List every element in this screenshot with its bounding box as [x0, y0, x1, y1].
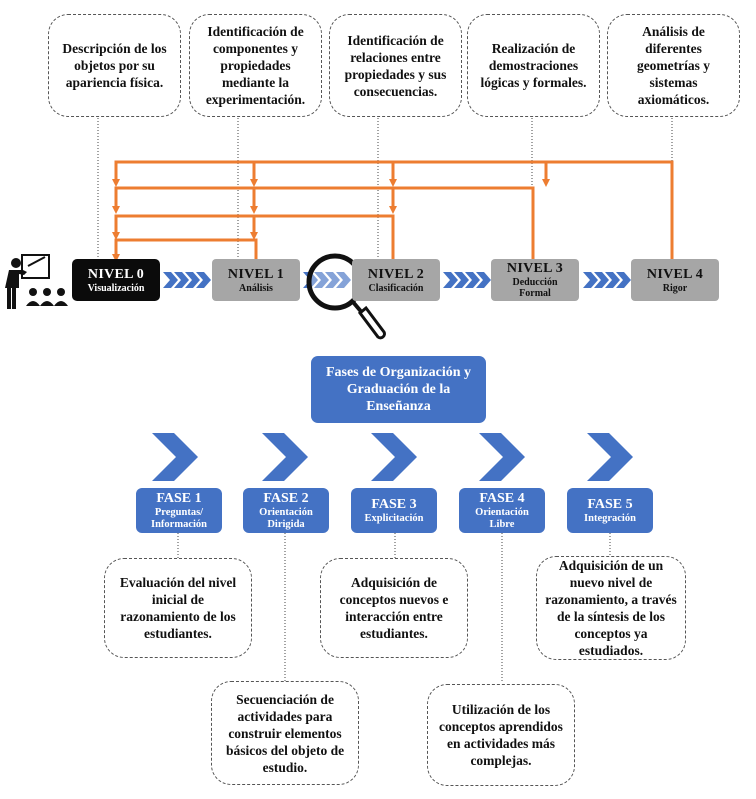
level2-description: Identificación de relaciones entre propi…	[329, 14, 462, 117]
phase-5-box: FASE 5 Integración	[567, 488, 653, 533]
level3-description: Realización de demostraciones lógicas y …	[467, 14, 600, 117]
level-3-box: NIVEL 3 Deducción Formal	[491, 259, 579, 301]
phase-3-box: FASE 3 Explicitación	[351, 488, 437, 533]
level-title: NIVEL 0	[87, 266, 145, 282]
level1-description: Identificación de componentes y propieda…	[189, 14, 322, 117]
phase5-description: Adquisición de un nuevo nivel de razonam…	[536, 556, 686, 660]
phase3-description: Adquisición de conceptos nuevos e intera…	[320, 558, 468, 658]
level-4-box: NIVEL 4 Rigor	[631, 259, 719, 301]
phase1-description: Evaluación del nivel inicial de razonami…	[104, 558, 252, 658]
chevron-arrow-icon	[163, 272, 631, 288]
phase2-description: Secuenciación de actividades para constr…	[211, 681, 359, 785]
level4-description: Análisis de diferentes geometrías y sist…	[607, 14, 740, 117]
level-title: NIVEL 4	[646, 266, 704, 282]
level-1-box: NIVEL 1 Análisis	[212, 259, 300, 301]
phase-title: FASE 1	[156, 490, 202, 506]
phase-dotted-connectors	[177, 533, 611, 681]
phase-1-box: FASE 1 Preguntas/ Información	[136, 488, 222, 533]
phase-subtitle: Preguntas/ Información	[151, 506, 207, 530]
phase-title: FASE 5	[587, 496, 633, 512]
orange-feedback-lines	[112, 160, 674, 262]
phase-title: FASE 4	[479, 490, 525, 506]
level-title: NIVEL 2	[367, 266, 425, 282]
phase4-description: Utilización de los conceptos aprendidos …	[427, 684, 575, 786]
level-subtitle: Rigor	[662, 282, 688, 294]
phase-subtitle: Integración	[584, 512, 636, 524]
teacher-icon	[5, 254, 68, 309]
level-title: NIVEL 3	[506, 261, 564, 276]
phase-title: FASE 3	[371, 496, 417, 512]
level0-description: Descripción de los objetos por su aparie…	[48, 14, 181, 117]
phase-4-box: FASE 4 Orientación Libre	[459, 488, 545, 533]
level-2-box: NIVEL 2 Clasificación	[352, 259, 440, 301]
phase-subtitle: Orientación Dirigida	[259, 506, 313, 530]
level-0-box: NIVEL 0 Visualización	[72, 259, 160, 301]
level-title: NIVEL 1	[227, 266, 285, 282]
level-subtitle: Visualización	[87, 282, 145, 294]
phase-subtitle: Explicitación	[364, 512, 424, 524]
phase-chevrons	[152, 433, 633, 481]
phase-title: FASE 2	[263, 490, 309, 506]
phase-subtitle: Orientación Libre	[475, 506, 529, 530]
phase-2-box: FASE 2 Orientación Dirigida	[243, 488, 329, 533]
level-subtitle: Clasificación	[368, 282, 424, 294]
phases-title: Fases de Organización y Graduación de la…	[311, 356, 486, 423]
level-subtitle: Deducción Formal	[512, 277, 558, 299]
level-subtitle: Análisis	[239, 282, 273, 294]
